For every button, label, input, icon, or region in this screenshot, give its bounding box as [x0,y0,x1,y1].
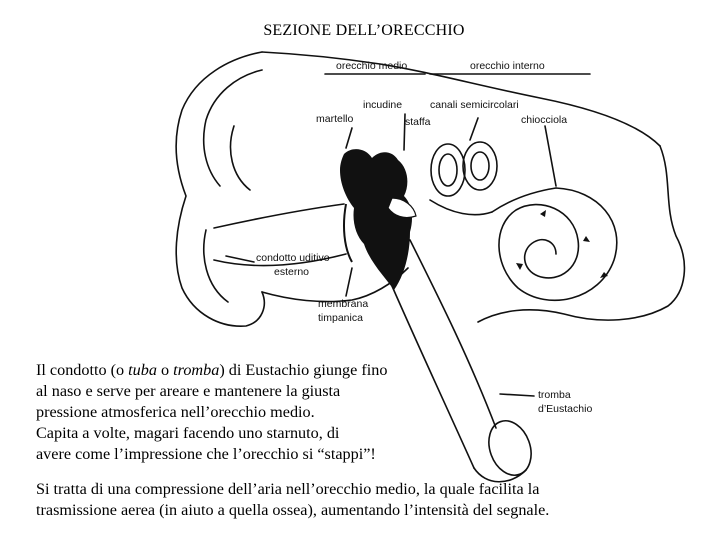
canal-loop-1 [431,144,465,196]
label-incudine: incudine [363,99,402,111]
label-orecchio-interno: orecchio interno [470,60,545,72]
pinna-outline [176,52,264,326]
cochlea-spiral [499,188,617,300]
text-line-1o: o [157,361,173,379]
text-line-4: Capita a volte, magari facendo uno starn… [36,423,339,444]
label-eustachio: d’Eustachio [538,403,592,415]
membrane [344,204,352,262]
vestibule [430,200,492,215]
label-membrana: membrana [318,298,368,310]
label-staffa: staffa [405,116,431,128]
label-esterno: esterno [274,266,309,278]
lobe-fold [204,230,228,302]
label-orecchio-medio: orecchio medio [336,60,407,72]
text-line-1a: Il condotto (o [36,361,128,379]
text-line-5: avere come l’impressione che l’orecchio … [36,444,376,465]
text-line-6: Si tratta di una compressione dell’aria … [36,479,539,500]
label-martello: martello [316,113,353,125]
label-tromba: tromba [538,389,571,401]
canal-loop-2 [463,142,497,190]
text-tuba: tuba [128,361,157,379]
pinna-concha [231,126,250,190]
canal-loop-2-inner [471,152,489,180]
label-canali-semicircolari: canali semicircolari [430,99,519,111]
text-line-1: Il condotto (o tuba o tromba) di Eustach… [36,360,387,381]
ossicles [340,149,412,290]
canal-loop-1-inner [439,154,457,186]
text-line-1b: ) di Eustachio giunge fino [219,361,387,379]
ear-canal-upper [214,204,344,228]
text-tromba: tromba [173,361,219,379]
label-timpanica: timpanica [318,312,363,324]
label-chiocciola: chiocciola [521,114,567,126]
text-line-7: trasmissione aerea (in aiuto a quella os… [36,500,549,521]
label-condotto-uditivo: condotto uditivo [256,252,330,264]
eustachian-tube-opening [482,415,539,481]
text-line-2: al naso e serve per areare e mantenere l… [36,381,340,402]
cochlea-link [492,188,556,212]
eustachian-tube-lower [392,286,474,468]
text-line-3: pressione atmosferica nell’orecchio medi… [36,402,315,423]
eustachian-tube-upper [410,240,496,428]
